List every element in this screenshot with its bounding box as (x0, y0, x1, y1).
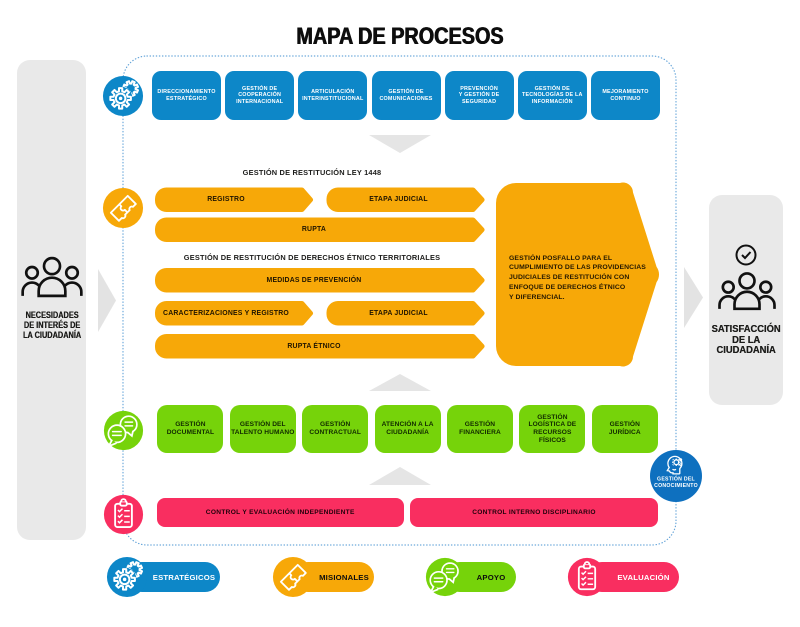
svg-text:GESTIÓN DEL: GESTIÓN DEL (657, 475, 695, 483)
svg-text:CONOCIMIENTO: CONOCIMIENTO (654, 483, 698, 489)
